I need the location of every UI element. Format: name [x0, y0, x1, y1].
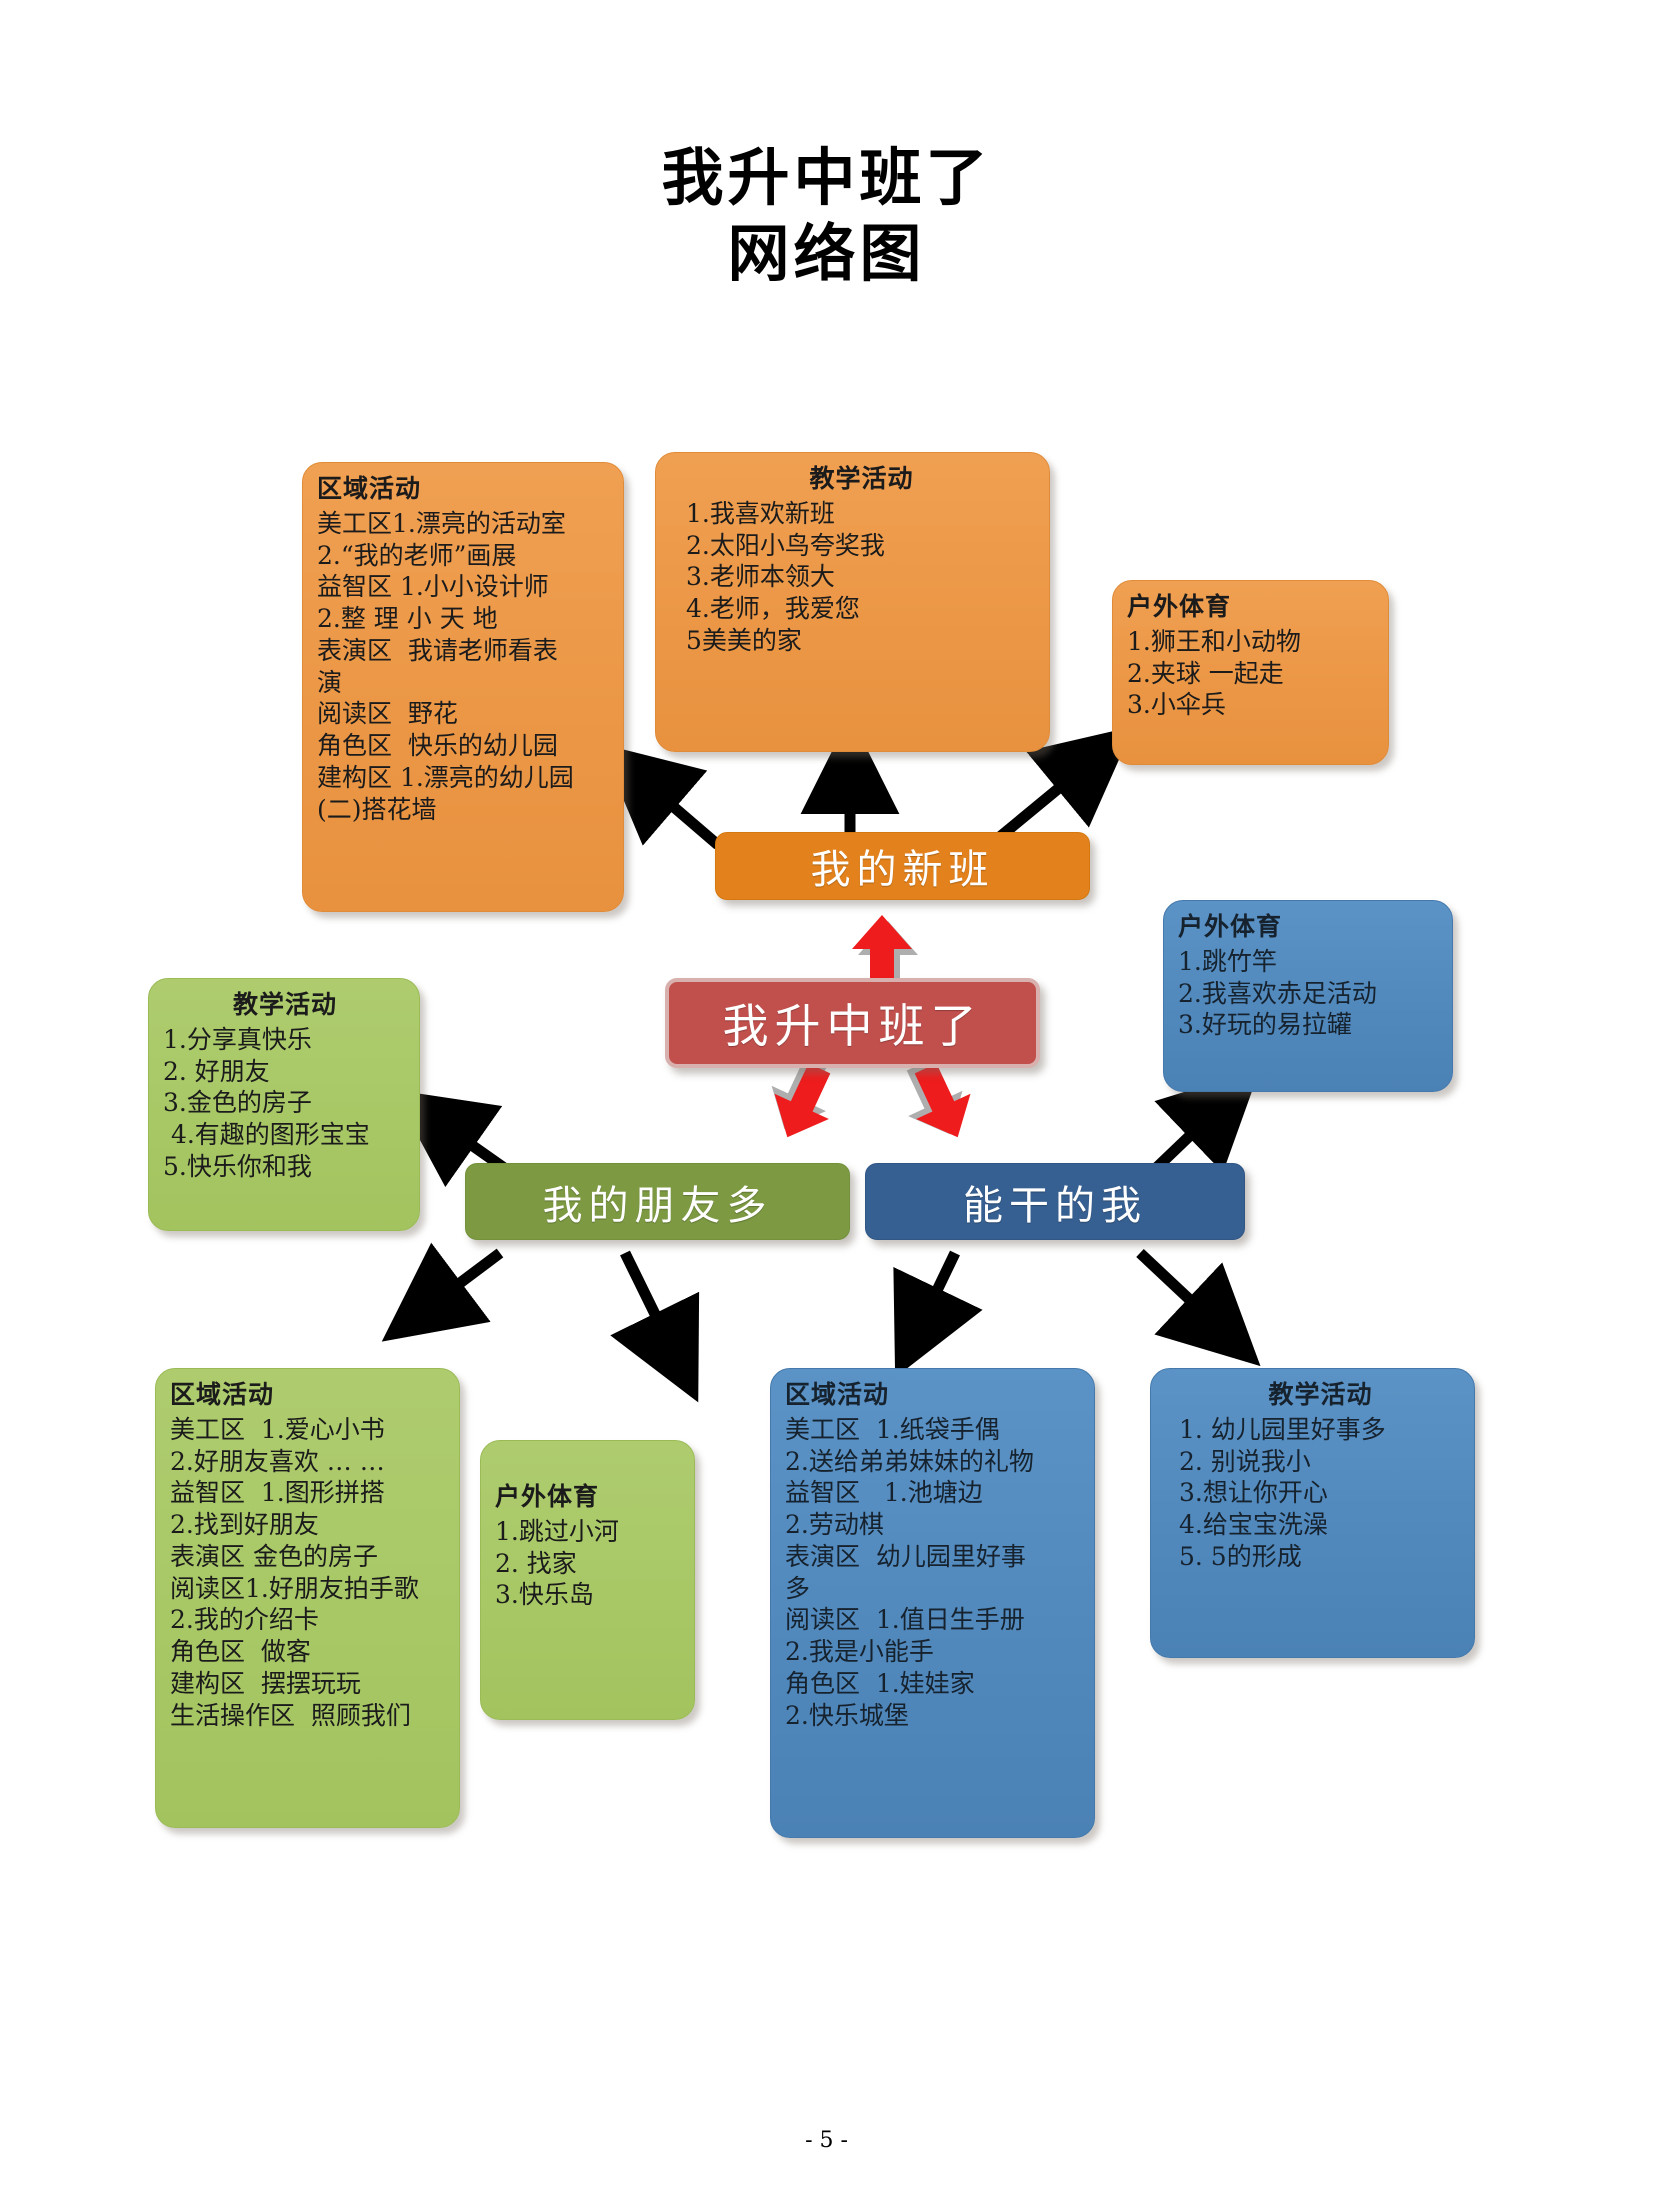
card-orange-outdoor-sports: 户外体育 1.狮王和小动物 2.夹球 一起走 3.小伞兵 — [1112, 580, 1389, 765]
card-line: 3.金色的房子 — [163, 1088, 312, 1118]
card-line: (二)搭花墙 — [317, 794, 437, 824]
card-green-teaching-activities: 教学活动 1.分享真快乐 2. 好朋友 3.金色的房子 4.有趣的图形宝宝 5.… — [148, 978, 420, 1231]
card-green-outdoor-sports: 户外体育 1.跳过小河 2. 找家 3.快乐岛 — [480, 1440, 695, 1720]
card-line: 2.夹球 一起走 — [1127, 658, 1284, 688]
card-line: 表演区 幼儿园里好事 — [785, 1541, 1026, 1571]
card-line: 角色区 快乐的幼儿园 — [317, 731, 558, 760]
card-header: 户外体育 — [495, 1482, 600, 1511]
card-line: 建构区 1.漂亮的幼儿园 — [317, 762, 574, 792]
card-line: 2.“我的老师”画展 — [317, 540, 517, 570]
card-line: 3.快乐岛 — [495, 1580, 594, 1610]
card-line: 1.分享真快乐 — [163, 1024, 312, 1054]
card-line: 1. 幼儿园里好事多 — [1179, 1414, 1386, 1444]
card-line: 美工区 1.纸袋手偶 — [785, 1414, 1000, 1444]
node-label: 我的新班 — [810, 847, 995, 893]
card-header: 户外体育 — [1127, 592, 1232, 621]
node-many-friends[interactable]: 我的朋友多 — [465, 1163, 850, 1240]
card-header: 区域活动 — [170, 1380, 275, 1409]
card-line: 阅读区1.好朋友拍手歌 — [170, 1573, 419, 1603]
page-title: 我升中班了 网络图 — [0, 140, 1653, 291]
card-green-area-activities: 区域活动 美工区 1.爱心小书 2.好朋友喜欢 … … 益智区 1.图形拼搭 2… — [155, 1368, 460, 1828]
page-title-line-2: 网络图 — [727, 216, 926, 290]
card-line: 1.狮王和小动物 — [1127, 626, 1301, 656]
card-line: 3.小伞兵 — [1127, 690, 1226, 720]
card-header: 户外体育 — [1178, 912, 1283, 941]
card-line: 2. 找家 — [495, 1548, 577, 1578]
card-line: 2.劳动棋 — [785, 1510, 884, 1539]
card-blue-area-activities: 区域活动 美工区 1.纸袋手偶 2.送给弟弟妹妹的礼物 益智区 1.池塘边 2.… — [770, 1368, 1095, 1838]
card-line: 2.我喜欢赤足活动 — [1178, 978, 1377, 1008]
card-line: 3.好玩的易拉罐 — [1178, 1010, 1352, 1040]
card-orange-teaching-activities: 教学活动 1.我喜欢新班 2.太阳小鸟夸奖我 3.老师本领大 4.老师，我爱您 … — [655, 452, 1050, 752]
card-line: 美工区 1.爱心小书 — [170, 1414, 385, 1444]
page-number: - 5 - — [805, 2128, 848, 2153]
card-line: 4.老师，我爱您 — [686, 594, 860, 623]
card-line: 益智区 1.图形拼搭 — [170, 1478, 385, 1508]
card-line: 生活操作区 照顾我们 — [170, 1700, 411, 1730]
node-root-promoted-to-middle-class[interactable]: 我升中班了 — [665, 978, 1040, 1068]
card-line: 1.跳过小河 — [495, 1516, 619, 1546]
page-title-line-1: 我升中班了 — [661, 141, 992, 214]
card-line: 2.送给弟弟妹妹的礼物 — [785, 1446, 1034, 1476]
card-line: 角色区 1.娃娃家 — [785, 1668, 975, 1698]
card-line: 3.老师本领大 — [686, 562, 835, 592]
card-header: 教学活动 — [809, 464, 914, 493]
card-line: 表演区 金色的房子 — [170, 1541, 378, 1571]
card-line: 2.整 理 小 天 地 — [317, 604, 498, 633]
card-line: 演 — [317, 667, 343, 697]
card-header: 教学活动 — [232, 990, 337, 1019]
card-orange-area-activities: 区域活动 美工区1.漂亮的活动室 2.“我的老师”画展 益智区 1.小小设计师 … — [302, 462, 624, 912]
card-line: 多 — [785, 1573, 811, 1603]
card-line: 1.我喜欢新班 — [686, 498, 835, 528]
card-line: 5美美的家 — [686, 625, 802, 655]
card-line: 益智区 1.池塘边 — [785, 1478, 983, 1508]
card-blue-outdoor-sports: 户外体育 1.跳竹竿 2.我喜欢赤足活动 3.好玩的易拉罐 — [1163, 900, 1453, 1092]
node-label: 能干的我 — [963, 1182, 1147, 1229]
card-line: 2.快乐城堡 — [785, 1700, 909, 1730]
card-line: 3.想让你开心 — [1179, 1478, 1328, 1508]
card-header: 教学活动 — [1268, 1380, 1373, 1409]
card-line: 2.我的介绍卡 — [170, 1605, 319, 1635]
card-line: 阅读区 1.值日生手册 — [785, 1605, 1025, 1635]
node-label: 我的朋友多 — [542, 1182, 773, 1229]
card-line: 2. 好朋友 — [163, 1056, 270, 1086]
card-line: 2.我是小能手 — [785, 1637, 934, 1666]
card-line: 4.给宝宝洗澡 — [1179, 1510, 1328, 1539]
card-line: 2.太阳小鸟夸奖我 — [686, 530, 885, 560]
card-header: 区域活动 — [785, 1380, 890, 1409]
card-line: 5.快乐你和我 — [163, 1151, 312, 1181]
node-label: 我升中班了 — [722, 999, 983, 1053]
node-capable-me[interactable]: 能干的我 — [865, 1163, 1245, 1240]
node-my-new-class[interactable]: 我的新班 — [715, 832, 1090, 900]
card-line: 阅读区 野花 — [317, 699, 458, 729]
card-line: 4.有趣的图形宝宝 — [163, 1120, 370, 1149]
card-line: 5. 5的形成 — [1179, 1541, 1302, 1571]
card-line: 表演区 我请老师看表 — [317, 635, 558, 665]
card-line: 2.好朋友喜欢 … … — [170, 1446, 385, 1476]
card-line: 2.找到好朋友 — [170, 1510, 319, 1539]
card-line: 2. 别说我小 — [1179, 1446, 1311, 1476]
card-line: 美工区1.漂亮的活动室 — [317, 508, 566, 538]
card-line: 益智区 1.小小设计师 — [317, 572, 549, 602]
card-line: 1.跳竹竿 — [1178, 946, 1277, 976]
card-blue-teaching-activities: 教学活动 1. 幼儿园里好事多 2. 别说我小 3.想让你开心 4.给宝宝洗澡 … — [1150, 1368, 1475, 1658]
card-line: 角色区 做客 — [170, 1637, 311, 1666]
card-header: 区域活动 — [317, 474, 422, 503]
card-line: 建构区 摆摆玩玩 — [170, 1668, 361, 1698]
